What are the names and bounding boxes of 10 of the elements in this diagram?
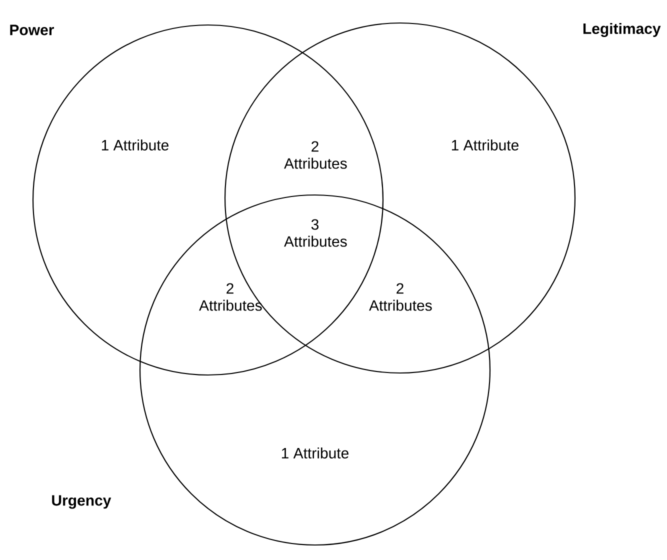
region-label: 1 Attribute [452,140,518,150]
set-label: Urgency [52,495,112,509]
set-label: Power [10,24,54,36]
region-label: 1 Attribute [102,140,168,150]
region-label: 3 Attributes [284,219,347,247]
region-label: 2 Attributes [199,283,262,311]
set-label: Legitimacy [583,22,661,38]
region-label: 1 Attribute [282,448,348,458]
region-label: 2 Attributes [284,141,347,169]
region-label: 2 Attributes [369,283,432,311]
